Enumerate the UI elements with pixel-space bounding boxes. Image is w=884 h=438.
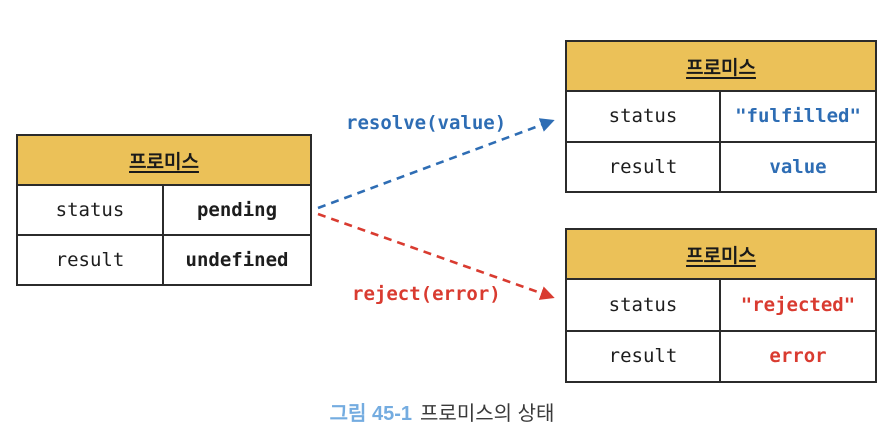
figure-caption-number: 그림 45-1 — [329, 403, 413, 425]
rejected-table-title: 프로미스 — [686, 245, 756, 267]
figure-caption-text: 프로미스의 상태 — [420, 403, 555, 425]
table-row: status "fulfilled" — [567, 92, 875, 141]
reject-arrow-label: reject(error) — [352, 283, 501, 305]
rejected-table-header: 프로미스 — [567, 230, 875, 280]
fulfilled-result-label: result — [567, 142, 721, 191]
table-row: result undefined — [18, 234, 310, 284]
rejected-status-value: "rejected" — [740, 293, 856, 316]
pending-result-label: result — [18, 236, 164, 284]
rejected-result-value: error — [769, 345, 827, 368]
pending-promise-table: 프로미스 status pending result undefined — [16, 134, 312, 286]
pending-result-value: undefined — [185, 249, 289, 271]
rejected-status-label: status — [567, 280, 721, 330]
fulfilled-promise-table: 프로미스 status "fulfilled" result value — [565, 40, 877, 193]
fulfilled-status-value: "fulfilled" — [735, 105, 861, 128]
table-row: result value — [567, 140, 875, 191]
resolve-arrow — [317, 118, 555, 210]
table-row: status pending — [18, 186, 310, 234]
pending-table-header: 프로미스 — [18, 136, 310, 186]
fulfilled-table-title: 프로미스 — [686, 57, 756, 79]
pending-table-title: 프로미스 — [129, 151, 199, 173]
table-row: result error — [567, 329, 875, 381]
pending-status-label: status — [18, 186, 164, 234]
table-row: status "rejected" — [567, 280, 875, 330]
figure-caption: 그림 45-1 프로미스의 상태 — [0, 397, 884, 426]
rejected-promise-table: 프로미스 status "rejected" result error — [565, 228, 877, 383]
resolve-arrow-label: resolve(value) — [346, 112, 507, 134]
rejected-result-label: result — [567, 331, 721, 381]
fulfilled-result-value: value — [769, 155, 827, 178]
pending-status-value: pending — [196, 199, 278, 221]
fulfilled-status-label: status — [567, 92, 721, 141]
fulfilled-table-header: 프로미스 — [567, 42, 875, 92]
